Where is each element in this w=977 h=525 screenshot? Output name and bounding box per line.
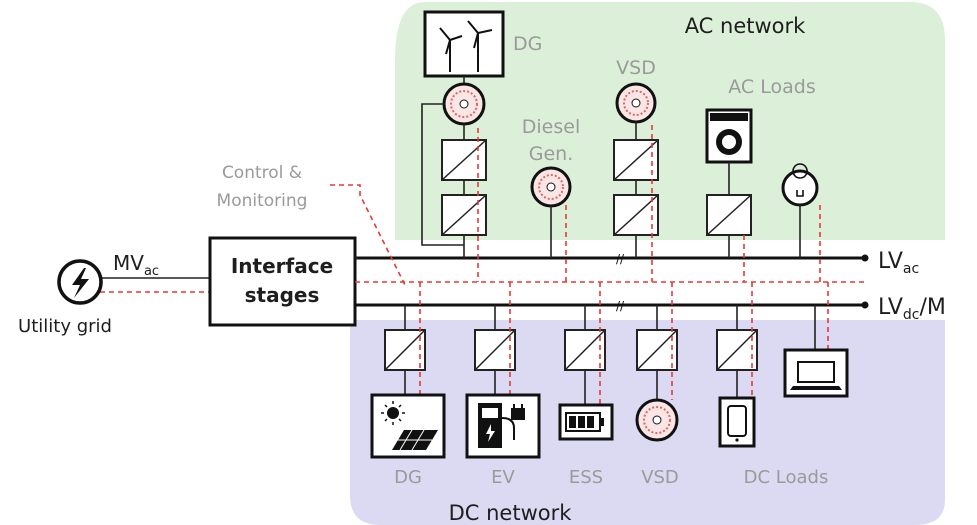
interface-stages-box xyxy=(208,236,357,327)
ev-converter xyxy=(474,329,516,371)
ac-dg-converter-1 xyxy=(441,139,487,181)
generator-icon xyxy=(442,82,486,126)
ac-load-converter xyxy=(706,194,752,236)
diesel-generator-icon xyxy=(530,166,572,208)
dc-dg-converter xyxy=(384,329,426,371)
ac-vsd-label: VSD xyxy=(616,57,656,79)
solar-panel-icon xyxy=(370,393,446,459)
dc-vsd-converter xyxy=(636,329,678,371)
control-pointer-line xyxy=(330,184,406,286)
washing-machine-icon xyxy=(705,108,753,164)
laptop-icon xyxy=(783,348,849,398)
utility-grid-label: Utility grid xyxy=(18,316,112,337)
dc-loads-label: DC Loads xyxy=(744,467,829,488)
phone-icon xyxy=(718,396,756,448)
mv-label: MVac xyxy=(113,251,159,279)
diesel-label-1: Diesel xyxy=(522,116,580,138)
dc-dg-label: DG xyxy=(394,467,422,488)
utility-grid-icon xyxy=(57,259,103,305)
wind-turbine-icon xyxy=(423,10,505,78)
dc-network-title: DC network xyxy=(449,501,573,525)
lv-ac-bus-end xyxy=(861,254,869,262)
dc-ess-label: ESS xyxy=(569,467,603,488)
ev-charger-icon xyxy=(465,393,541,459)
ac-dg-label: DG xyxy=(513,33,542,55)
dc-load-converter xyxy=(716,329,758,371)
lv-dc-label: LVdc/M xyxy=(878,295,946,323)
ac-vsd-converter-1 xyxy=(613,139,659,181)
lv-ac-label: LVac xyxy=(878,249,919,277)
interface-stages-line2: stages xyxy=(245,283,320,307)
lv-dc-bus-end xyxy=(861,301,869,309)
dc-ev-label: EV xyxy=(491,467,515,488)
lightning-icon xyxy=(72,268,89,298)
battery-icon xyxy=(558,403,614,441)
ac-network-title: AC network xyxy=(685,14,806,38)
dc-vsd-motor-icon xyxy=(635,398,679,442)
control-label-1: Control & xyxy=(222,163,302,183)
light-bulb-icon xyxy=(781,163,819,207)
ess-converter xyxy=(564,329,606,371)
dc-vsd-label: VSD xyxy=(641,467,679,488)
diesel-label-2: Gen. xyxy=(529,143,574,165)
bus-break-ac: // xyxy=(616,252,625,266)
ac-vsd-converter-2 xyxy=(613,194,659,236)
interface-stages-line1: Interface xyxy=(231,254,333,278)
ac-vsd-motor-icon xyxy=(615,82,657,124)
ac-loads-label: AC Loads xyxy=(728,76,815,98)
ac-dg-bypass xyxy=(421,103,464,246)
ac-dg-converter-2 xyxy=(441,194,487,236)
bus-break-dc: // xyxy=(616,299,625,313)
control-label-2: Monitoring xyxy=(217,191,308,211)
